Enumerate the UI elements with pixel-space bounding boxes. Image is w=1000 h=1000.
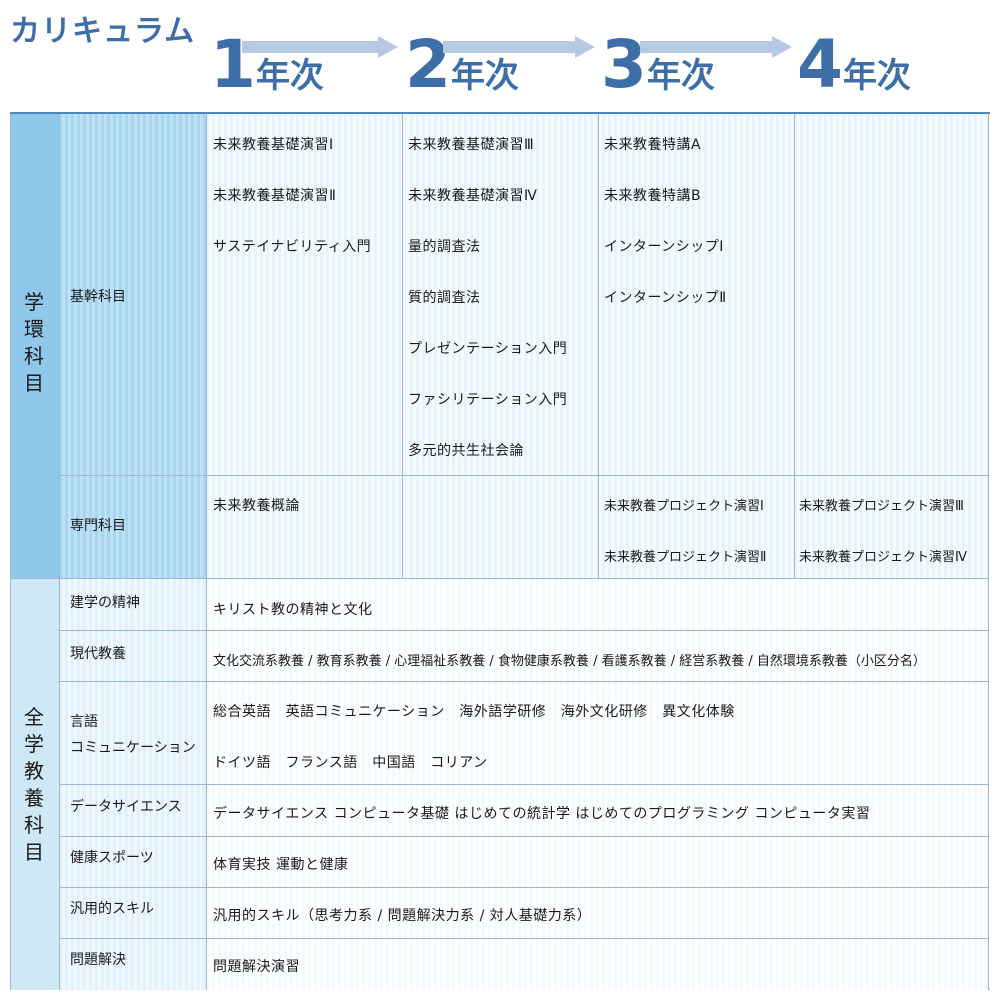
course-item: 未来教養プロジェクト演習Ⅳ: [799, 550, 967, 565]
course-item: 未来教養基礎演習Ⅳ: [408, 188, 538, 204]
category-label: 健康スポーツ: [70, 850, 154, 866]
course-item: 文化交流系教養 / 教育系教養 / 心理福祉系教養 / 食物健康系教養 / 看護…: [213, 654, 926, 669]
course-item: インターンシップⅠ: [604, 239, 724, 255]
course-item: 量的調査法: [408, 239, 481, 255]
page-title: カリキュラム: [10, 14, 196, 49]
year-header-4: 4年次: [797, 26, 911, 103]
course-item: 未来教養プロジェクト演習Ⅱ: [604, 550, 767, 565]
group-label-zengaku: 全 学 教 養 科 目: [24, 705, 44, 864]
course-item: 未来教養特講A: [604, 137, 702, 153]
course-item: データサイエンス コンピュータ基礎 はじめての統計学 はじめてのプログラミング …: [213, 806, 871, 822]
course-item: プレゼンテーション入門: [408, 341, 568, 357]
year-columns-gakkan: [206, 114, 988, 578]
course-item: 総合英語 英語コミュニケーション 海外語学研修 海外文化研修 異文化体験: [213, 704, 735, 720]
year-header-2: 2年次: [405, 26, 519, 103]
group-label-gakkan: 学 環 科 目: [24, 290, 44, 395]
category-label: 問題解決: [70, 952, 126, 968]
course-item: インターンシップⅡ: [604, 290, 727, 306]
course-item: 未来教養基礎演習Ⅲ: [408, 137, 535, 153]
category-label: コミュニケーション: [70, 740, 196, 756]
category-label: 現代教養: [70, 646, 126, 662]
course-item: サステイナビリティ入門: [213, 239, 372, 255]
category-label-senmon: 専門科目: [70, 518, 126, 534]
arrow-right-icon: [242, 36, 398, 58]
category-label: データサイエンス: [70, 799, 182, 815]
course-item: 未来教養特講B: [604, 188, 702, 204]
course-item: ファシリテーション入門: [408, 392, 568, 408]
category-label: 汎用的スキル: [70, 901, 154, 917]
group-gakkan-cell: [10, 114, 59, 578]
course-item: 未来教養プロジェクト演習Ⅲ: [799, 499, 964, 514]
course-item: 未来教養基礎演習Ⅰ: [213, 137, 334, 153]
course-item: 未来教養概論: [213, 498, 300, 514]
category-label: 建学の精神: [70, 595, 140, 611]
course-item: 質的調査法: [408, 290, 481, 306]
arrow-right-icon: [640, 36, 792, 58]
course-item: 未来教養基礎演習Ⅱ: [213, 188, 337, 204]
course-item: ドイツ語 フランス語 中国語 コリアン: [213, 755, 488, 771]
category-label: 言語: [70, 714, 98, 730]
course-item: 汎用的スキル（思考力系 / 問題解決力系 / 対人基礎力系）: [213, 908, 592, 924]
category-label-kikan: 基幹科目: [70, 289, 126, 305]
course-item: 多元的共生社会論: [408, 443, 524, 459]
year-header-3: 3年次: [601, 26, 715, 103]
group-zengaku-cell: [10, 578, 59, 990]
curriculum-table: 学 環 科 目 全 学 教 養 科 目 基幹科目 専門科目 未来教養基礎演習Ⅰ …: [10, 112, 990, 990]
course-item: キリスト教の精神と文化: [213, 602, 373, 618]
arrow-right-icon: [443, 36, 595, 58]
course-item: 問題解決演習: [213, 959, 300, 975]
course-item: 未来教養プロジェクト演習Ⅰ: [604, 499, 764, 514]
course-item: 体育実技 運動と健康: [213, 857, 349, 873]
category-column-gakkan: [59, 114, 206, 578]
